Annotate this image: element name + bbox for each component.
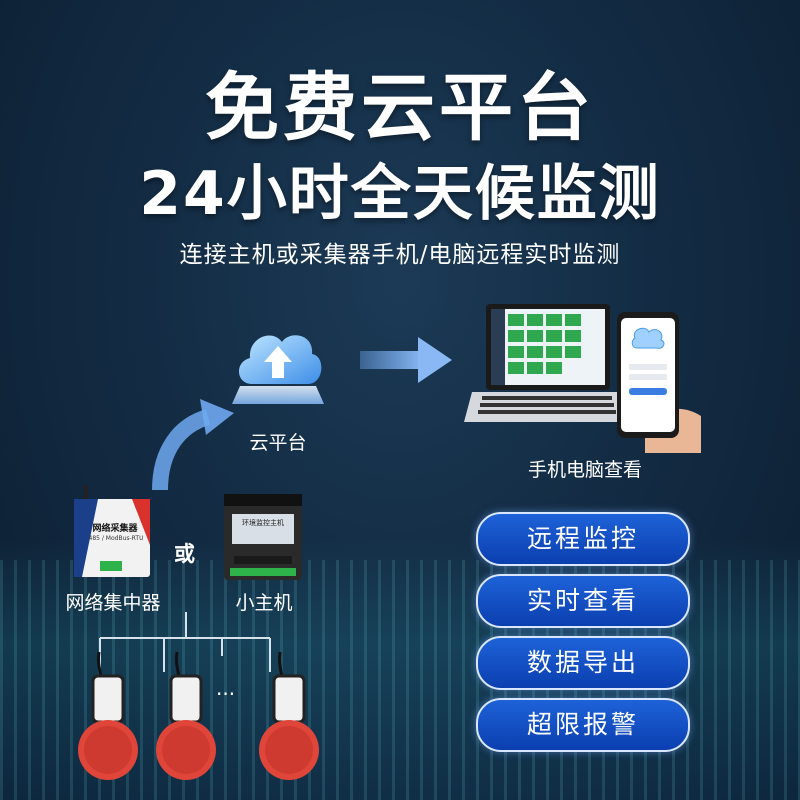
overlimit-alarm-button[interactable]: 超限报警	[476, 698, 690, 752]
phone-image	[617, 312, 701, 453]
or-label: 或	[174, 542, 195, 566]
page-subheading: 24小时全天候监测	[139, 159, 661, 229]
sensor-probe-3	[259, 651, 319, 780]
cloud-upload-icon	[232, 335, 324, 404]
gateway-label: 网络集中器	[65, 592, 161, 614]
page-title: 免费云平台	[205, 65, 595, 151]
gateway-device-title: 网络采集器	[92, 524, 138, 534]
right-arrow-icon	[360, 337, 452, 383]
host-device-image	[224, 494, 302, 580]
realtime-view-button[interactable]: 实时查看	[476, 574, 690, 628]
host-screen-text: 环境监控主机	[242, 519, 284, 527]
curved-arrow-icon	[152, 399, 234, 491]
remote-monitoring-button[interactable]: 远程监控	[476, 512, 690, 566]
host-label: 小主机	[235, 592, 293, 614]
cloud-platform-label: 云平台	[249, 432, 307, 454]
ellipsis: ...	[216, 676, 236, 700]
data-export-button[interactable]: 数据导出	[476, 636, 690, 690]
gateway-device-model: 485 / ModBus-RTU	[88, 535, 144, 542]
sensor-probe-1	[78, 651, 138, 780]
devices-label: 手机电脑查看	[527, 459, 642, 481]
laptop-image	[464, 304, 630, 422]
page-description: 连接主机或采集器手机/电脑远程实时监测	[179, 242, 621, 268]
network-gateway-image	[74, 485, 150, 577]
sensor-probe-2	[156, 651, 216, 780]
